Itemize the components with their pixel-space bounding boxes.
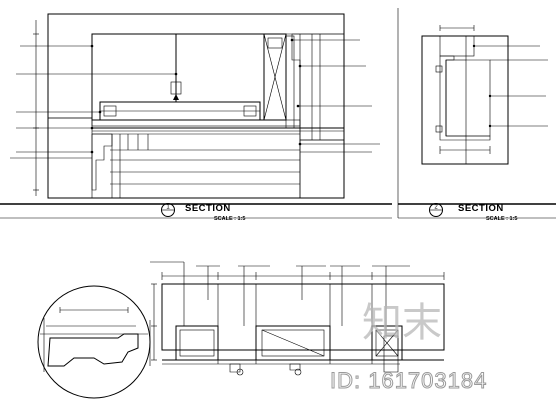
lower-section-drawing [150,261,445,376]
section-2-title: SECTION [458,203,504,214]
cornice-detail [37,285,151,399]
section-2-drawing [421,25,548,165]
section-2-number: 2 [434,205,438,211]
watermark: 知末 ID: 161703184 [330,300,487,394]
section-2-scale: SCALE : 1:5 [486,216,517,222]
section-1-drawing [10,13,380,199]
watermark-brand: 知末 [362,300,442,346]
section-1-title: SECTION [185,203,231,214]
section-1-number: 1 [166,205,170,211]
section-1-scale: SCALE : 1:5 [214,216,245,222]
watermark-id: ID: 161703184 [330,368,487,393]
section-2-title-block: 2 SECTION SCALE : 1:5 [398,203,556,222]
section-1-title-block: 1 SECTION SCALE : 1:5 [0,203,392,222]
